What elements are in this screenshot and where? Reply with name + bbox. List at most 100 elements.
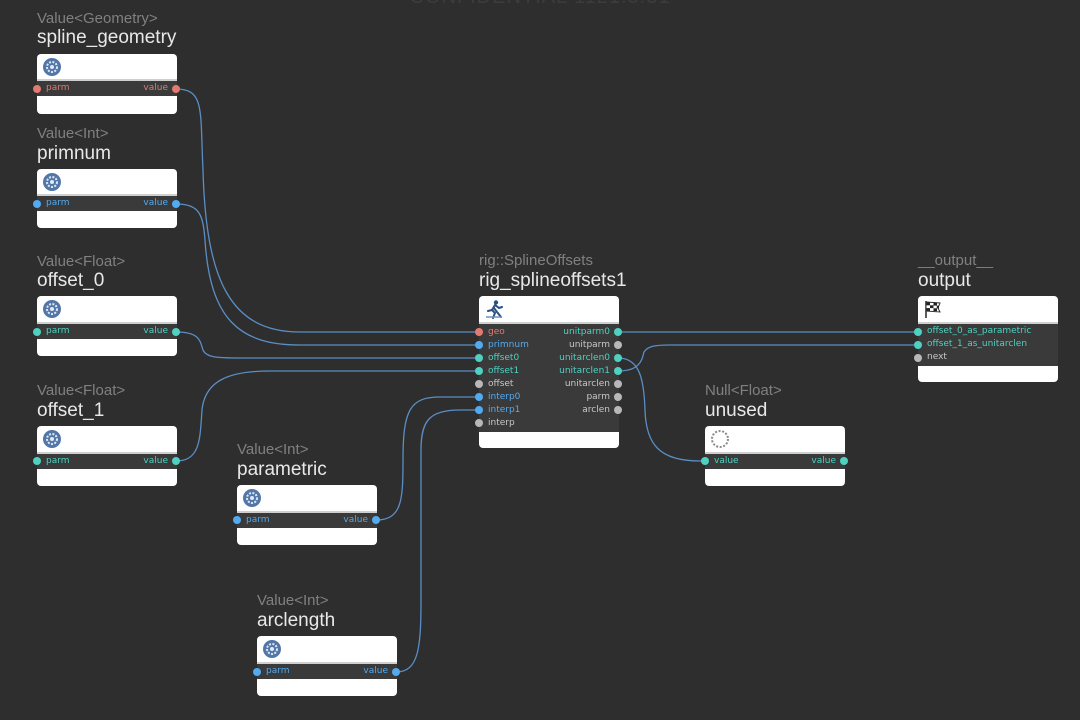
node-name-label[interactable]: output — [918, 270, 971, 291]
input-port-parm[interactable]: parm — [46, 83, 70, 93]
port-dot[interactable] — [840, 457, 848, 465]
input-port-interp0[interactable]: interp0 — [488, 392, 521, 402]
node-body[interactable]: value value — [705, 426, 845, 486]
port-dot[interactable] — [475, 419, 483, 427]
node-name-label[interactable]: spline_geometry — [37, 27, 177, 48]
node-name-label[interactable]: offset_1 — [37, 400, 105, 421]
output-port-value[interactable]: value — [143, 456, 168, 466]
port-dot[interactable] — [475, 354, 483, 362]
port-dot[interactable] — [914, 341, 922, 349]
port-dot[interactable] — [372, 516, 380, 524]
input-port-parm[interactable]: parm — [246, 515, 270, 525]
output-port-value[interactable]: value — [811, 456, 836, 466]
port-dot[interactable] — [614, 393, 622, 401]
node-name-label[interactable]: offset_0 — [37, 270, 105, 291]
port-dot[interactable] — [701, 457, 709, 465]
port-dot[interactable] — [914, 328, 922, 336]
node-name-label[interactable]: parametric — [237, 459, 327, 480]
port-dot[interactable] — [614, 328, 622, 336]
output-port-unitparm[interactable]: unitparm — [569, 340, 610, 350]
node-rig-splineoffsets1[interactable]: rig::SplineOffsets rig_splineoffsets1 ge… — [479, 252, 627, 452]
output-port-value[interactable]: value — [143, 198, 168, 208]
output-port-parm[interactable]: parm — [586, 392, 610, 402]
node-name-label[interactable]: rig_splineoffsets1 — [479, 270, 627, 291]
port-dot[interactable] — [172, 85, 180, 93]
node-primnum[interactable]: Value<Int> primnum parm value — [37, 125, 177, 230]
node-body[interactable]: parm value — [37, 54, 177, 114]
port-dot[interactable] — [172, 200, 180, 208]
connection-wire[interactable] — [617, 344, 918, 372]
port-dot[interactable] — [233, 516, 241, 524]
port-dot[interactable] — [33, 457, 41, 465]
node-body[interactable]: parm value — [37, 426, 177, 486]
connection-wire[interactable] — [395, 409, 479, 673]
port-dot[interactable] — [475, 367, 483, 375]
input-port-primnum[interactable]: primnum — [488, 340, 529, 350]
port-dot[interactable] — [475, 393, 483, 401]
port-dot[interactable] — [614, 354, 622, 362]
node-output[interactable]: __output__ output offset_0_as_parametric… — [918, 252, 1058, 387]
port-dot[interactable] — [33, 328, 41, 336]
port-dot[interactable] — [172, 457, 180, 465]
port-row: value value — [705, 455, 845, 468]
input-port-interp1[interactable]: interp1 — [488, 405, 521, 415]
port-dot[interactable] — [614, 406, 622, 414]
port-dot[interactable] — [392, 668, 400, 676]
node-arclength[interactable]: Value<Int> arclength parm value — [257, 592, 397, 697]
node-body[interactable]: parm value — [257, 636, 397, 696]
port-dot[interactable] — [475, 341, 483, 349]
input-port-parm[interactable]: parm — [46, 198, 70, 208]
port-dot[interactable] — [172, 328, 180, 336]
node-spline-geometry[interactable]: Value<Geometry> spline_geometry parm val… — [37, 10, 177, 115]
input-port-offset1[interactable]: offset1 — [488, 366, 520, 376]
port-dot[interactable] — [33, 200, 41, 208]
output-port-value[interactable]: value — [363, 666, 388, 676]
port-dot[interactable] — [475, 380, 483, 388]
input-port-parm[interactable]: parm — [266, 666, 290, 676]
input-port-offset[interactable]: offset — [488, 379, 514, 389]
output-port-value[interactable]: value — [143, 326, 168, 336]
node-offset-1[interactable]: Value<Float> offset_1 parm value — [37, 382, 177, 487]
node-name-label[interactable]: arclength — [257, 610, 336, 631]
node-body[interactable]: geo unitparm0 primnum unitparm offset0 u… — [479, 296, 619, 448]
connection-wire[interactable] — [175, 88, 479, 333]
node-unused[interactable]: Null<Float> unused value value — [705, 382, 845, 487]
node-offset-0[interactable]: Value<Float> offset_0 parm value — [37, 253, 177, 358]
node-body[interactable]: offset_0_as_parametric offset_1_as_unita… — [918, 296, 1058, 382]
input-port-value[interactable]: value — [714, 456, 739, 466]
connection-wire[interactable] — [175, 203, 479, 346]
port-dot[interactable] — [614, 341, 622, 349]
output-port-unitarclen1[interactable]: unitarclen1 — [559, 366, 610, 376]
port-dot[interactable] — [614, 380, 622, 388]
node-parametric[interactable]: Value<Int> parametric parm value — [237, 441, 377, 546]
node-name-label[interactable]: primnum — [37, 143, 111, 164]
input-port-offset-0-as-parametric[interactable]: offset_0_as_parametric — [927, 326, 1032, 336]
output-port-unitarclen0[interactable]: unitarclen0 — [559, 353, 610, 363]
connection-wire[interactable] — [175, 370, 479, 462]
port-dot[interactable] — [33, 85, 41, 93]
node-body[interactable]: parm value — [37, 169, 177, 228]
output-port-arclen[interactable]: arclen — [582, 405, 610, 415]
input-port-geo[interactable]: geo — [488, 327, 505, 337]
port-dot[interactable] — [475, 406, 483, 414]
connection-wire[interactable] — [375, 396, 479, 521]
output-port-value[interactable]: value — [343, 515, 368, 525]
input-port-offset-1-as-unitarclen[interactable]: offset_1_as_unitarclen — [927, 339, 1028, 349]
input-port-next[interactable]: next — [927, 352, 947, 362]
connection-wire[interactable] — [175, 331, 479, 359]
node-body[interactable]: parm value — [37, 296, 177, 356]
output-port-unitparm0[interactable]: unitparm0 — [563, 327, 610, 337]
node-body[interactable]: parm value — [237, 485, 377, 545]
node-name-label[interactable]: unused — [705, 400, 768, 421]
connection-wire[interactable] — [617, 357, 705, 462]
input-port-parm[interactable]: parm — [46, 326, 70, 336]
port-dot[interactable] — [475, 328, 483, 336]
input-port-offset0[interactable]: offset0 — [488, 353, 520, 363]
output-port-unitarclen[interactable]: unitarclen — [564, 379, 610, 389]
port-dot[interactable] — [253, 668, 261, 676]
output-port-value[interactable]: value — [143, 83, 168, 93]
port-dot[interactable] — [914, 354, 922, 362]
input-port-interp[interactable]: interp — [488, 418, 515, 428]
input-port-parm[interactable]: parm — [46, 456, 70, 466]
port-dot[interactable] — [614, 367, 622, 375]
